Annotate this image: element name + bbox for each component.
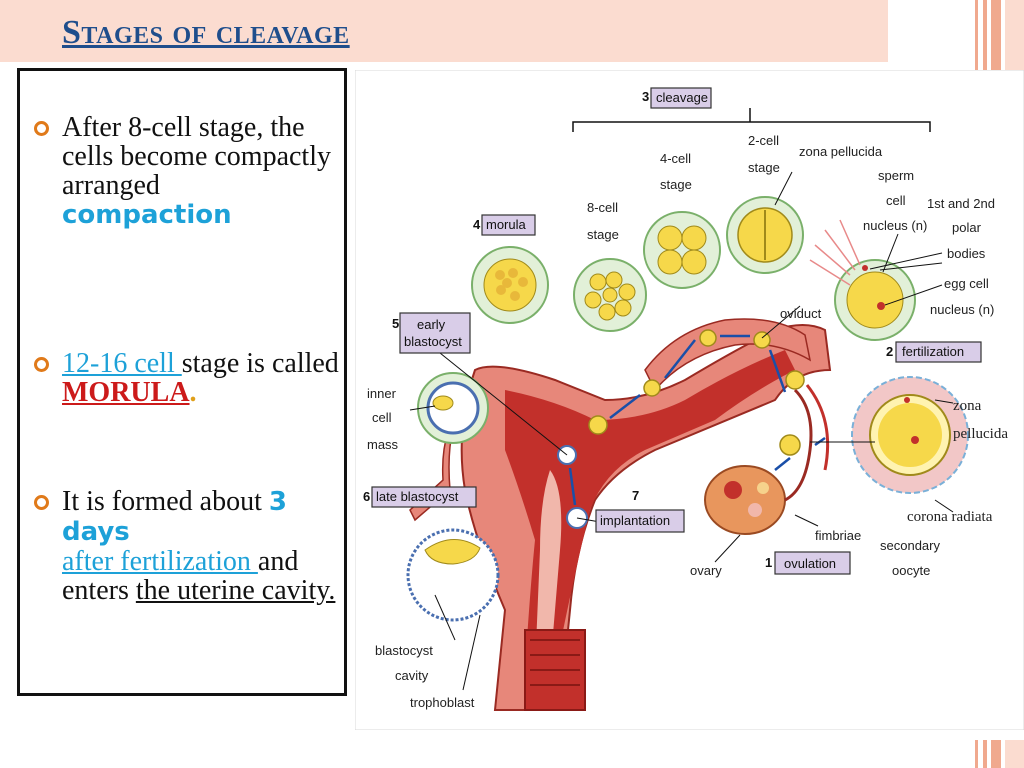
bullet-text: After 8-cell stage, the cells become com… <box>62 112 331 201</box>
svg-text:6: 6 <box>363 489 370 504</box>
label-polar-3: bodies <box>947 246 986 261</box>
decorative-stripes-bottom <box>975 740 1024 768</box>
label-egg-nucleus: nucleus (n) <box>930 302 994 317</box>
bullet-textbox: After 8-cell stage, the cells become com… <box>17 68 347 696</box>
label-4-cell-stage: stage <box>660 177 692 192</box>
label-polar-2: polar <box>952 220 982 235</box>
label-ovary: ovary <box>690 563 722 578</box>
bullet-text: and enters <box>62 546 299 606</box>
tag-cleavage: 3 cleavage <box>642 87 712 109</box>
label-2-cell: 2-cell <box>748 133 779 148</box>
tag-morula: 4 morula <box>473 214 536 236</box>
bullet-text: It is formed about <box>62 486 262 517</box>
bullet-compaction: After 8-cell stage, the cells become com… <box>34 113 346 230</box>
label-oviduct: oviduct <box>780 306 822 321</box>
four-cell-embryo <box>643 211 721 289</box>
svg-text:5: 5 <box>392 316 399 331</box>
label-pellucida: pellucida <box>953 426 1008 442</box>
label-zona: zona <box>953 398 982 414</box>
tag-fertilization: 2 fertilization <box>886 341 982 363</box>
label-sperm: sperm <box>878 168 914 183</box>
label-fimbriae: fimbriae <box>815 528 861 543</box>
label-8-cell-stage: stage <box>587 227 619 242</box>
tag-early-blastocyst: 5 early blastocyst <box>392 312 471 354</box>
bullet-marker-icon <box>34 495 49 510</box>
eight-cell-embryo <box>573 258 647 332</box>
tag-ovulation: 1 ovulation <box>765 551 851 575</box>
svg-text:4: 4 <box>473 217 481 232</box>
morula-embryo <box>471 246 549 324</box>
leader-lines <box>409 171 954 691</box>
svg-text:morula: morula <box>486 217 527 232</box>
tag-late-blastocyst: 6 late blastocyst <box>363 486 477 508</box>
period: . <box>189 377 197 408</box>
slide-title: Stages of cleavage <box>62 14 350 51</box>
label-egg-cell: egg cell <box>944 276 989 291</box>
label-inner: inner <box>367 386 397 401</box>
label-sperm-nucleus: nucleus (n) <box>863 218 927 233</box>
label-cell: cell <box>372 410 392 425</box>
term-compaction: compaction <box>62 200 232 230</box>
diagram-labels: 8-cell stage 4-cell stage 2-cell stage z… <box>367 133 1008 710</box>
cleavage-diagram: 3 cleavage 4 morula 5 early blastocyst 6… <box>355 70 1024 730</box>
label-oocyte: oocyte <box>892 563 930 578</box>
label-8-cell: 8-cell <box>587 200 618 215</box>
svg-text:3: 3 <box>642 89 649 104</box>
term-uterine-cavity: the uterine cavity. <box>135 575 336 606</box>
flow-arrows <box>568 334 826 506</box>
tag-implantation: 7 implantation <box>595 488 685 533</box>
title-band <box>0 0 888 62</box>
svg-text:2: 2 <box>886 344 893 359</box>
decorative-stripes-top <box>975 0 1024 85</box>
label-4-cell: 4-cell <box>660 151 691 166</box>
early-blastocyst <box>417 372 489 444</box>
fertilized-egg <box>809 219 916 341</box>
svg-text:blastocyst: blastocyst <box>404 334 462 349</box>
label-secondary: secondary <box>880 538 940 553</box>
term-morula: MORULA <box>62 377 190 408</box>
label-zona-pellucida: zona pellucida <box>799 144 883 159</box>
svg-text:1: 1 <box>765 555 772 570</box>
svg-text:fertilization: fertilization <box>902 344 964 359</box>
bullet-marker-icon <box>34 121 49 136</box>
svg-text:implantation: implantation <box>600 513 670 528</box>
link-after-fertilization[interactable]: after fertilization <box>62 546 258 577</box>
label-polar-1: 1st and 2nd <box>927 196 995 211</box>
label-sperm-cell: cell <box>886 193 906 208</box>
svg-text:ovulation: ovulation <box>784 556 836 571</box>
label-blastocyst: blastocyst <box>375 643 433 658</box>
bullet-text: stage is called <box>181 348 339 379</box>
label-mass: mass <box>367 437 399 452</box>
link-12-16-cell[interactable]: 12-16 cell <box>62 348 182 379</box>
label-cavity: cavity <box>395 668 429 683</box>
bullet-marker-icon <box>34 357 49 372</box>
late-blastocyst <box>406 528 500 622</box>
two-cell-embryo <box>726 196 804 274</box>
svg-text:7: 7 <box>632 488 639 503</box>
svg-text:early: early <box>417 317 446 332</box>
secondary-oocyte <box>851 376 969 494</box>
term-3-days: 3 days <box>62 487 287 547</box>
label-trophoblast: trophoblast <box>410 695 475 710</box>
label-2-cell-stage: stage <box>748 160 780 175</box>
svg-text:late blastocyst: late blastocyst <box>376 489 459 504</box>
label-corona-radiata: corona radiata <box>907 509 993 525</box>
svg-text:cleavage: cleavage <box>656 90 708 105</box>
